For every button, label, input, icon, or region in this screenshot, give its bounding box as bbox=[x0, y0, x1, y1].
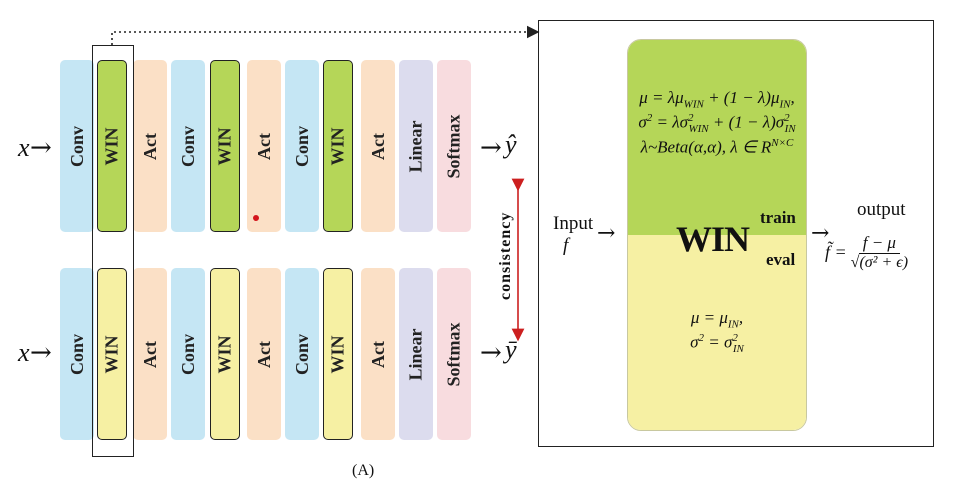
block-act: Act bbox=[133, 60, 167, 232]
block-label: Conv bbox=[177, 125, 198, 167]
block-label: Act bbox=[253, 132, 274, 160]
row-output-arrow: → bbox=[480, 133, 502, 163]
input-var: f bbox=[563, 235, 569, 256]
block-label: WIN bbox=[327, 334, 348, 374]
block-softmax: Softmax bbox=[437, 60, 471, 232]
block-conv: Conv bbox=[171, 60, 205, 232]
eval-formulas: μ = μIN, σ2 = σ2IN bbox=[628, 308, 806, 355]
block-label: Act bbox=[139, 340, 160, 368]
input-label: Input bbox=[553, 213, 594, 234]
figure-caption: (A) bbox=[352, 462, 375, 479]
input-arrow: → bbox=[597, 221, 616, 246]
block-conv: Conv bbox=[60, 268, 94, 440]
block-conv: Conv bbox=[171, 268, 205, 440]
block-label: WIN bbox=[214, 126, 235, 166]
train-formula-lambda: λ~Beta(α,α), λ ∈ RN×C bbox=[640, 137, 794, 158]
block-label: Conv bbox=[66, 125, 87, 167]
win-title: WIN bbox=[676, 219, 750, 259]
block-label: Act bbox=[367, 340, 388, 368]
block-win: WIN bbox=[97, 60, 127, 232]
win-module-box: μ = λμWIN + (1 − λ)μIN, σ2 = λσ2WIN + (1… bbox=[627, 39, 807, 431]
win-column-highlight bbox=[92, 45, 134, 457]
train-formula-mu: μ = λμWIN + (1 − λ)μIN, bbox=[639, 88, 795, 111]
output-arrow: → bbox=[811, 221, 830, 246]
output-formula-lhs: f̃ = bbox=[825, 242, 847, 262]
block-conv: Conv bbox=[60, 60, 94, 232]
panel-input: Input f bbox=[553, 213, 593, 257]
block-label: Conv bbox=[177, 333, 198, 375]
block-label: Softmax bbox=[443, 114, 464, 178]
win-detail-panel: μ = λμWIN + (1 − λ)μIN, σ2 = λσ2WIN + (1… bbox=[538, 20, 934, 447]
block-label: Act bbox=[367, 132, 388, 160]
output-numerator: f − μ bbox=[858, 233, 900, 254]
block-win: WIN bbox=[323, 268, 353, 440]
block-linear: Linear bbox=[399, 60, 433, 232]
row-input-var: x bbox=[18, 133, 30, 162]
eval-label: eval bbox=[766, 250, 796, 269]
block-label: Conv bbox=[291, 125, 312, 167]
block-label: Conv bbox=[291, 333, 312, 375]
output-label: output bbox=[857, 199, 906, 220]
block-conv: Conv bbox=[285, 60, 319, 232]
block-act: Act bbox=[247, 268, 281, 440]
block-label: Conv bbox=[66, 333, 87, 375]
block-win: WIN bbox=[323, 60, 353, 232]
block-win: WIN bbox=[210, 60, 240, 232]
block-win: WIN bbox=[97, 268, 127, 440]
block-label: Linear bbox=[405, 120, 426, 172]
block-act: Act bbox=[361, 60, 395, 232]
block-label: Act bbox=[253, 340, 274, 368]
block-act: Act bbox=[247, 60, 281, 232]
row-output-arrow: → bbox=[480, 338, 502, 368]
row-input-arrow: → bbox=[30, 338, 52, 368]
block-act: Act bbox=[361, 268, 395, 440]
output-denominator: √(σ² + ϵ) bbox=[850, 254, 909, 271]
win-eval-section bbox=[628, 235, 806, 430]
block-label: WIN bbox=[214, 334, 235, 374]
row-output-var: ŷ bbox=[505, 130, 517, 159]
row-input-arrow: → bbox=[30, 133, 52, 163]
eval-formula-sigma: σ2 = σ2IN bbox=[690, 332, 744, 356]
win-train-section bbox=[628, 40, 806, 235]
block-label: Linear bbox=[405, 328, 426, 380]
block-label: Softmax bbox=[443, 322, 464, 386]
row-input-var: x bbox=[18, 338, 30, 367]
row-output-var: ȳ bbox=[505, 335, 517, 364]
train-formulas: μ = λμWIN + (1 − λ)μIN, σ2 = λσ2WIN + (1… bbox=[628, 88, 806, 158]
block-label: Act bbox=[139, 132, 160, 160]
block-win: WIN bbox=[210, 268, 240, 440]
output-formula: f̃ = f − μ √(σ² + ϵ) bbox=[825, 233, 908, 272]
output-fraction: f − μ √(σ² + ϵ) bbox=[851, 233, 908, 272]
eval-formula-mu: μ = μIN, bbox=[690, 308, 744, 331]
train-formula-sigma: σ2 = λσ2WIN + (1 − λ)σ2IN bbox=[638, 112, 796, 136]
block-conv: Conv bbox=[285, 268, 319, 440]
block-linear: Linear bbox=[399, 268, 433, 440]
consistency-label: consistency bbox=[497, 211, 514, 300]
block-act: Act bbox=[133, 268, 167, 440]
block-softmax: Softmax bbox=[437, 268, 471, 440]
block-label: WIN bbox=[327, 126, 348, 166]
train-label: train bbox=[760, 208, 796, 227]
marker-dot bbox=[253, 215, 259, 221]
